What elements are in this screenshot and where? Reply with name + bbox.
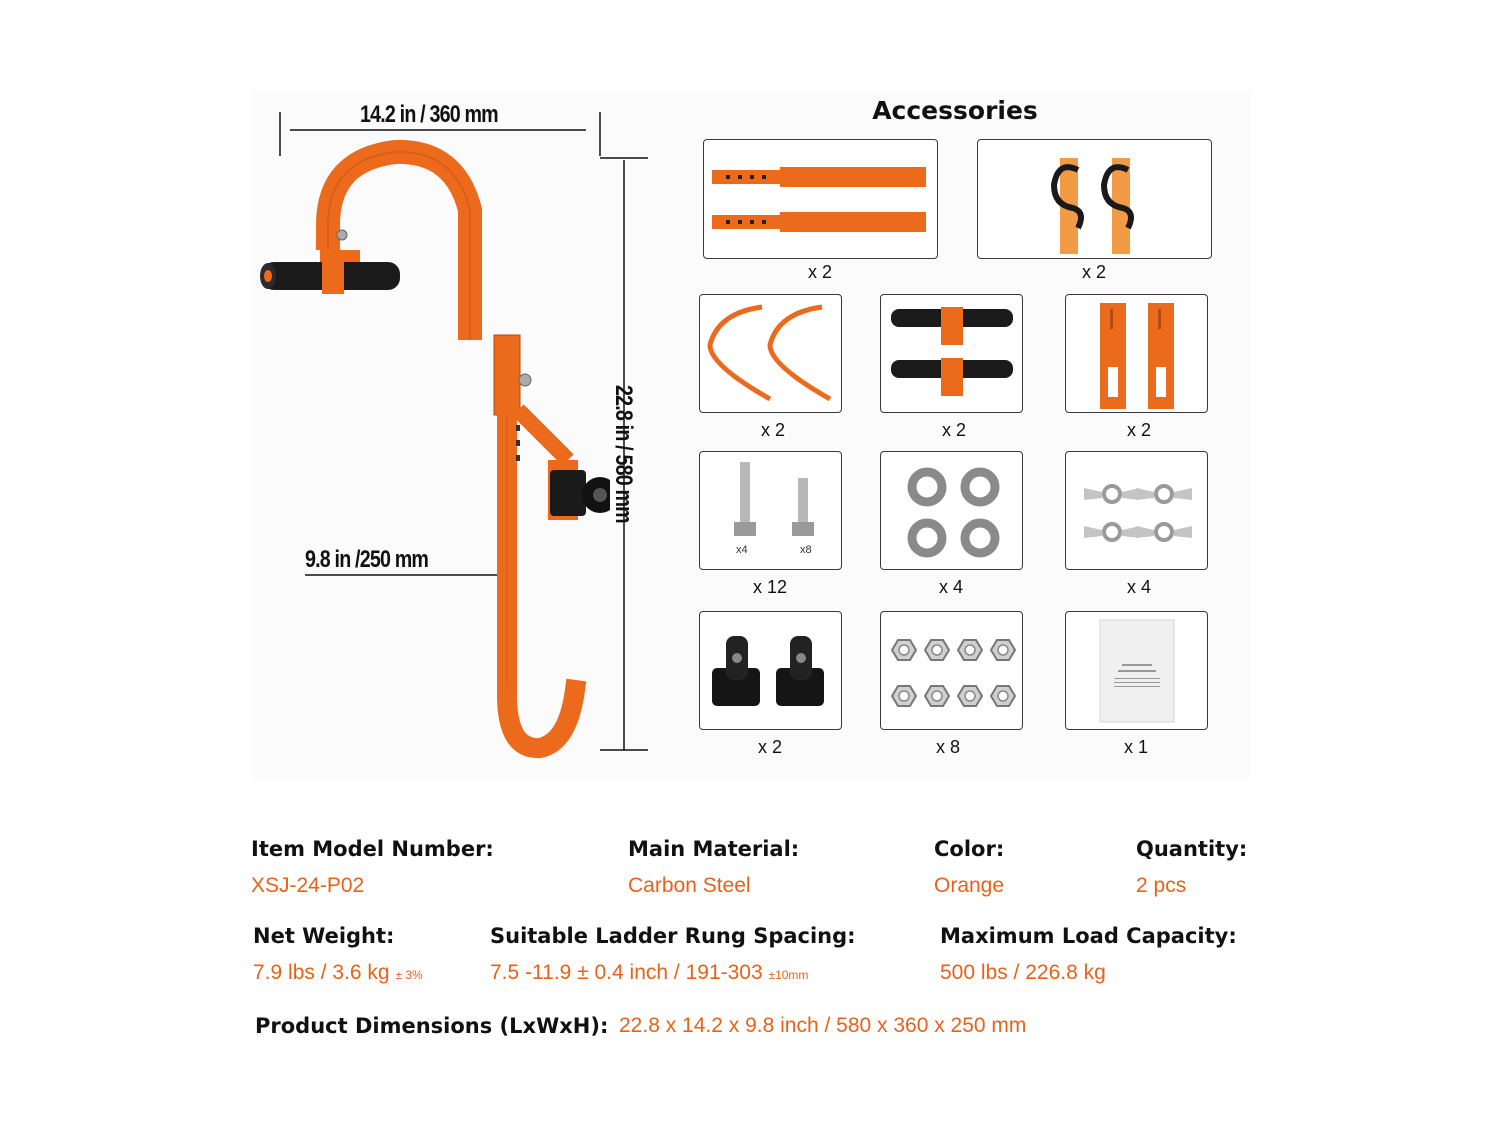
product-dimensions-value: 22.8 x 14.2 x 9.8 inch / 580 x 360 x 250… xyxy=(619,1014,1027,1037)
height-dimension-label: 22.8 in / 580 mm xyxy=(610,385,637,523)
hex-nuts-box xyxy=(880,611,1023,730)
bolts-image xyxy=(734,462,814,536)
wing-nuts-image xyxy=(1084,484,1192,542)
bolts-box: x4 x8 xyxy=(699,451,842,570)
curved-rods-image xyxy=(707,304,832,402)
curved-rods-box xyxy=(699,294,842,413)
material-label: Main Material: xyxy=(628,837,800,861)
weight-label: Net Weight: xyxy=(253,924,395,948)
foam-grip-handles-box xyxy=(880,294,1023,413)
hex-nuts-image xyxy=(890,639,1017,707)
wing-nuts-box xyxy=(1065,451,1208,570)
load-capacity-value: 500 lbs / 226.8 kg xyxy=(940,961,1106,984)
rung-spacing-tolerance: ±10mm xyxy=(768,968,809,982)
accessories-title: Accessories xyxy=(872,96,1038,125)
color-value: Orange xyxy=(934,874,1005,897)
s-hooks-box xyxy=(977,139,1212,259)
extension-bars-image xyxy=(712,167,926,232)
mounting-brackets-qty: x 2 xyxy=(1126,420,1151,440)
model-value: XSJ-24-P02 xyxy=(251,874,365,897)
curved-rods-qty: x 2 xyxy=(760,420,785,440)
foam-grip-handles-image xyxy=(891,307,1013,396)
weight-value-row: 7.9 lbs / 3.6 kg ± 3% xyxy=(253,961,423,985)
mounting-brackets-image xyxy=(1100,303,1174,409)
weight-value: 7.9 lbs / 3.6 kg xyxy=(253,961,390,984)
ladder-hook-image xyxy=(260,139,610,758)
width-dimension-label: 14.2 in / 360 mm xyxy=(360,101,499,128)
model-label: Item Model Number: xyxy=(251,837,494,861)
s-hooks-image xyxy=(1050,158,1135,254)
bolts-qty: x 12 xyxy=(752,577,788,597)
washers-box xyxy=(880,451,1023,570)
wing-nuts-qty: x 4 xyxy=(1126,577,1151,597)
bolts-sub-label-1: x4 xyxy=(736,544,748,556)
washers-image xyxy=(907,467,1000,558)
s-hooks-qty: x 2 xyxy=(1081,262,1106,282)
instruction-manual-qty: x 1 xyxy=(1123,737,1148,757)
foam-grip-handles-qty: x 2 xyxy=(941,420,966,440)
depth-dimension-label: 9.8 in /250 mm xyxy=(305,546,429,573)
load-capacity-label: Maximum Load Capacity: xyxy=(940,924,1237,948)
color-label: Color: xyxy=(934,837,1005,861)
washers-qty: x 4 xyxy=(938,577,963,597)
wheels-image xyxy=(712,636,824,706)
rung-spacing-value-row: 7.5 -11.9 ± 0.4 inch / 191-303 ±10mm xyxy=(490,961,808,985)
instruction-manual-image xyxy=(1099,619,1175,723)
weight-tolerance: ± 3% xyxy=(395,968,423,982)
instruction-manual-box xyxy=(1065,611,1208,730)
wheels-box xyxy=(699,611,842,730)
bolts-sub-label-2: x8 xyxy=(800,544,812,556)
extension-bars-box xyxy=(703,139,938,259)
quantity-label: Quantity: xyxy=(1136,837,1248,861)
material-value: Carbon Steel xyxy=(628,874,751,897)
wheels-qty: x 2 xyxy=(757,737,782,757)
rung-spacing-label: Suitable Ladder Rung Spacing: xyxy=(490,924,856,948)
product-dimensions-label: Product Dimensions (LxWxH): xyxy=(255,1014,609,1038)
mounting-brackets-box xyxy=(1065,294,1208,413)
quantity-value: 2 pcs xyxy=(1136,874,1187,897)
hex-nuts-qty: x 8 xyxy=(935,737,960,757)
rung-spacing-value: 7.5 -11.9 ± 0.4 inch / 191-303 xyxy=(490,961,763,984)
extension-bars-qty: x 2 xyxy=(807,262,832,282)
